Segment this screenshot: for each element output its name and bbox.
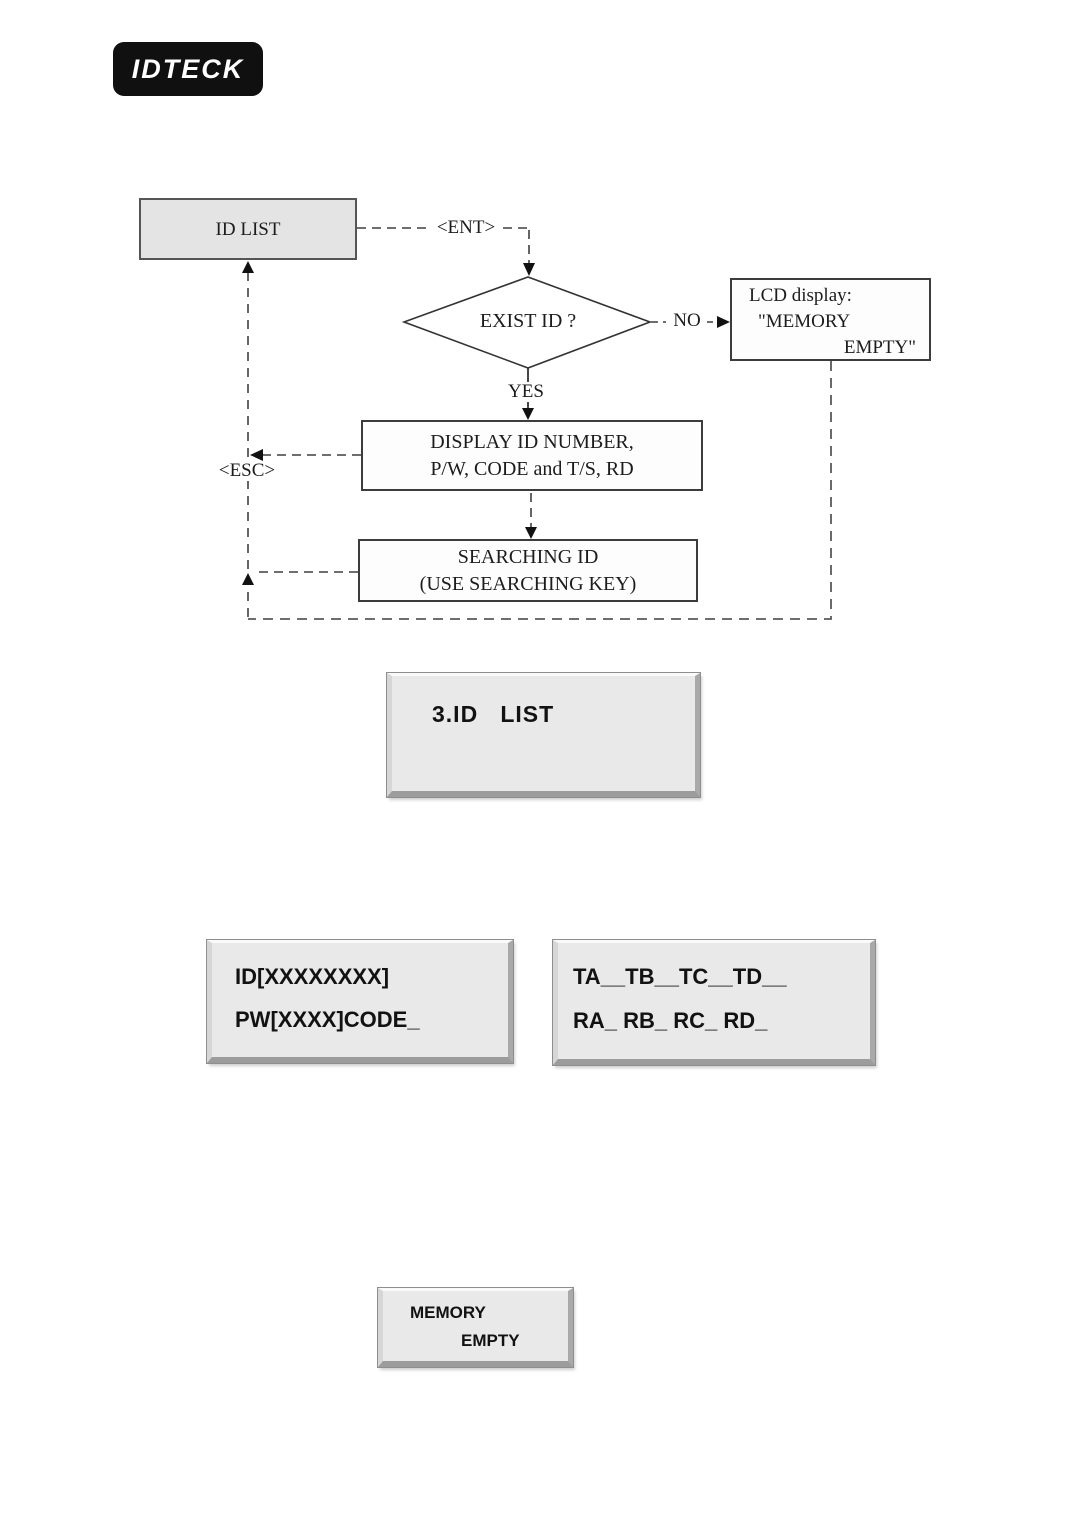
lcd-memory-line1: MEMORY (410, 1303, 486, 1322)
searching-id-line2: (USE SEARCHING KEY) (419, 573, 637, 595)
id-list-label: ID LIST (215, 218, 281, 240)
edge-label-ent: <ENT> (430, 218, 502, 238)
edge-ent-line (357, 227, 530, 263)
lcd-tard-line1: TA__TB__TC__TD__ (573, 964, 787, 989)
display-id-line2: P/W, CODE and T/S, RD (430, 458, 634, 480)
arrowhead-into-lcd-box (717, 316, 730, 328)
arrowhead-esc-left (250, 449, 263, 461)
flowchart-decision-exist-id: EXIST ID ? (479, 310, 577, 332)
lcd-display-line3: EMPTY" (843, 337, 916, 358)
lcd-screen-menu: 3.ID LIST (386, 672, 701, 798)
display-id-line1: DISPLAY ID NUMBER, (430, 431, 634, 453)
flowchart-node-id-list: ID LIST (139, 198, 357, 260)
lcd-screen-id-pw: ID[XXXXXXXX] PW[XXXX]CODE_ (206, 939, 514, 1064)
flowchart-node-lcd-display: LCD display: "MEMORY EMPTY" (730, 278, 931, 361)
bottom-return-loop (248, 361, 832, 620)
lcd-idpw-line2: PW[XXXX]CODE_ (235, 1007, 420, 1032)
flowchart-node-display-id: DISPLAY ID NUMBER, P/W, CODE and T/S, RD (361, 420, 703, 491)
arrowhead-into-id-list (242, 261, 254, 273)
lcd-screen-timezone-reader: TA__TB__TC__TD__ RA_ RB_ RC_ RD_ (552, 939, 876, 1066)
edge-label-yes: YES (499, 382, 553, 402)
lcd-memory-line2: EMPTY (461, 1331, 520, 1350)
lcd-display-line1: LCD display: (749, 285, 852, 306)
edge-label-no: NO (667, 311, 707, 331)
idteck-logo: IDTECK (113, 42, 263, 96)
lcd-screen-memory-empty: MEMORY EMPTY (377, 1287, 574, 1368)
searching-id-line1: SEARCHING ID (457, 546, 599, 568)
arrowhead-into-display-box (522, 408, 534, 420)
lcd-menu-line1: 3.ID LIST (432, 701, 555, 727)
idteck-logo-text: IDTECK (131, 53, 245, 84)
lcd-tard-line2: RA_ RB_ RC_ RD_ (573, 1008, 768, 1033)
lcd-display-line2: "MEMORY (758, 311, 851, 332)
edge-label-esc: <ESC> (211, 461, 283, 481)
arrowhead-into-searching-box (525, 527, 537, 539)
flowchart-node-searching-id: SEARCHING ID (USE SEARCHING KEY) (358, 539, 698, 602)
lcd-idpw-line1: ID[XXXXXXXX] (235, 964, 390, 989)
arrowhead-into-diamond (523, 263, 535, 276)
arrowhead-rail-up (242, 573, 254, 585)
